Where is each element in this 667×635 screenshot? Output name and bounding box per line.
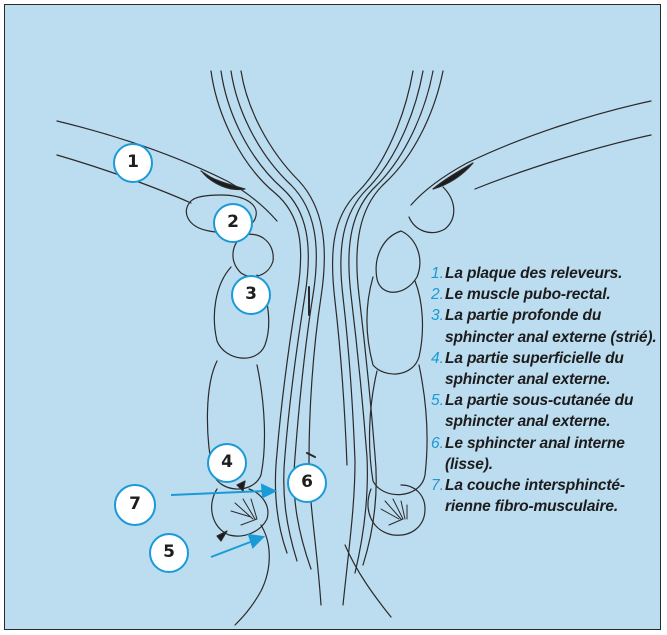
legend-item-6: 6.Le sphincter anal interne (lisse). xyxy=(431,433,661,475)
legend-text: La couche intersphincté-rienne fibro-mus… xyxy=(445,477,625,515)
legend-number: 6. xyxy=(431,433,444,454)
deep-sphincter-right xyxy=(376,231,420,292)
legend-number: 2. xyxy=(431,284,444,305)
anal-canal-wall-right-4 xyxy=(333,71,413,465)
anal-canal-wall-left-4 xyxy=(241,71,324,605)
levator-plate-right-lower xyxy=(475,135,651,189)
legend-number: 1. xyxy=(431,263,444,284)
legend-number: 4. xyxy=(431,348,444,369)
badge-7: 7 xyxy=(114,484,156,526)
badge-4: 4 xyxy=(207,443,247,483)
legend-item-2: 2.Le muscle pubo-rectal. xyxy=(431,284,661,305)
legend-item-4: 4.La partie superficielle du sphincter a… xyxy=(431,348,661,390)
anal-canal-wall-right-2 xyxy=(349,71,433,573)
levator-plate-right xyxy=(411,101,651,205)
legend-text: Le muscle pubo-rectal. xyxy=(445,286,611,303)
diagram-panel: 1 2 3 4 5 6 7 1.La plaque des releveurs.… xyxy=(4,4,661,630)
badge-5: 5 xyxy=(149,533,189,573)
legend-item-7: 7.La couche intersphincté-rienne fibro-m… xyxy=(431,475,661,517)
legend-list: 1.La plaque des releveurs. 2.Le muscle p… xyxy=(431,263,661,517)
badge-6: 6 xyxy=(287,463,327,503)
legend-item-5: 5.La partie sous-cutanée du sphincter an… xyxy=(431,390,661,432)
badge-3: 3 xyxy=(231,275,271,315)
legend-text: La partie sous-cutanée du sphincter anal… xyxy=(445,392,633,430)
superficial-sphincter-right xyxy=(370,365,427,495)
legend-number: 5. xyxy=(431,390,444,411)
arrow-5 xyxy=(211,541,253,557)
legend-text: Le sphincter anal interne (lisse). xyxy=(445,435,625,473)
legend-text: La plaque des releveurs. xyxy=(445,265,622,282)
legend-number: 3. xyxy=(431,305,444,326)
legend-text: La partie superficielle du sphincter ana… xyxy=(445,350,624,388)
legend-item-3: 3.La partie profonde du sphincter anal e… xyxy=(431,305,661,347)
legend-number: 7. xyxy=(431,475,444,496)
legend-item-1: 1.La plaque des releveurs. xyxy=(431,263,661,284)
pubo-rectal-right xyxy=(409,187,454,233)
badge-2: 2 xyxy=(213,203,253,243)
subcutaneous-sphincter-left xyxy=(212,489,268,536)
legend-text: La partie profonde du sphincter anal ext… xyxy=(445,307,657,345)
badge-1: 1 xyxy=(113,143,153,183)
arrow-7 xyxy=(171,491,265,495)
